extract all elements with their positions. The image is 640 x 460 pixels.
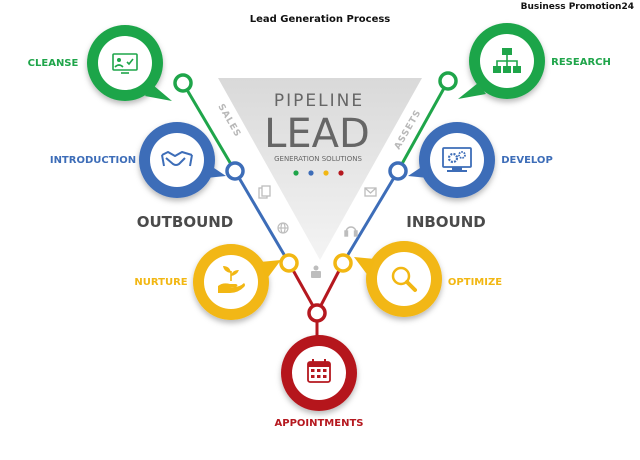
plant-hand-icon — [218, 266, 245, 293]
node-introduction — [225, 161, 245, 181]
globe-icon — [277, 222, 289, 234]
connector-line-cleanse — [181, 82, 237, 172]
node-cleanse — [173, 73, 193, 93]
node-optimize — [333, 253, 353, 273]
calendar-icon — [307, 359, 331, 383]
outbound-label: OUTBOUND — [137, 213, 234, 231]
connector-line-introduction — [233, 170, 291, 264]
generation-solutions-label: GENERATION SOLUTIONS — [274, 155, 362, 163]
stage-nurture — [193, 244, 281, 320]
org-chart-icon — [493, 48, 521, 73]
node-nurture — [279, 253, 299, 273]
magnifier-icon — [391, 266, 417, 292]
connector-line-research — [396, 80, 450, 172]
node-develop — [388, 161, 408, 181]
stage-label-cleanse: CLEANSE — [28, 58, 79, 69]
stage-label-research: RESEARCH — [551, 57, 611, 68]
pipeline-label: PIPELINE — [274, 91, 364, 111]
profile-check-icon — [112, 53, 138, 74]
stage-introduction — [139, 122, 226, 198]
stage-label-optimize: OPTIMIZE — [448, 277, 502, 288]
stage-research — [458, 23, 545, 99]
brand-label: Business Promotion24 — [520, 2, 634, 12]
node-appointments — [307, 303, 327, 323]
stage-cleanse — [87, 25, 172, 101]
stage-label-nurture: NURTURE — [134, 277, 187, 288]
stage-optimize — [354, 241, 442, 317]
envelope-icon — [364, 187, 377, 197]
document-icon — [258, 185, 271, 199]
stage-label-introduction: INTRODUCTION — [50, 155, 136, 166]
page-title: Lead Generation Process — [249, 14, 391, 25]
inbound-label: INBOUND — [406, 213, 486, 231]
node-research — [438, 71, 458, 91]
stage-appointments — [281, 335, 357, 411]
pipeline-funnel — [218, 78, 422, 260]
handshake-icon — [161, 151, 193, 167]
stage-label-appointments: APPOINTMENTS — [275, 418, 364, 429]
color-dots — [293, 170, 344, 176]
camera-icon — [311, 265, 321, 278]
stage-develop — [408, 122, 495, 198]
connector-line-develop — [341, 170, 400, 264]
stage-label-develop: DEVELOP — [501, 155, 553, 166]
lead-label: LEAD — [264, 111, 370, 157]
headset-icon — [344, 226, 358, 237]
monitor-gears-icon — [442, 147, 472, 172]
